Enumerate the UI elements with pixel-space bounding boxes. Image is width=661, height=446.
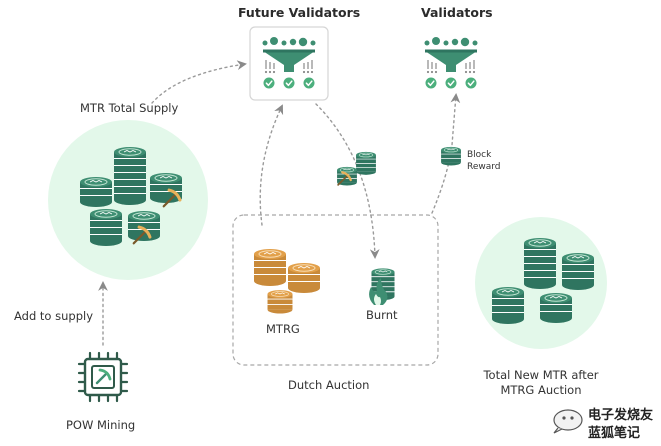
total-new-mtr-label: Total New MTR after MTRG Auction xyxy=(483,368,599,397)
arrow-mtrg-to-future xyxy=(259,104,284,226)
flame-icon xyxy=(369,278,388,305)
mtrg-label: MTRG xyxy=(266,322,300,336)
block-reward-coins-icon xyxy=(440,146,462,166)
mtrg-coin-stacks xyxy=(253,248,321,314)
future-validators-label: Future Validators xyxy=(238,5,361,20)
validators-filter-icon xyxy=(425,37,478,89)
arrow-supply-to-future xyxy=(151,60,247,104)
add-to-supply-label: Add to supply xyxy=(14,309,94,323)
mined-coins-icon xyxy=(336,151,377,187)
mtr-total-supply-label: MTR Total Supply xyxy=(80,101,179,115)
watermark-text-2: 蓝狐笔记 xyxy=(588,426,641,441)
burnt-label: Burnt xyxy=(366,308,398,322)
watermark-logo xyxy=(553,409,583,434)
cpu-chip-icon xyxy=(77,351,129,403)
burnt-coins-icon xyxy=(369,268,395,305)
arrow-auction-to-validators xyxy=(431,93,461,214)
dutch-auction-box xyxy=(232,214,439,366)
dutch-auction-label: Dutch Auction xyxy=(288,378,370,392)
watermark-text-1: 电子发烧友 xyxy=(588,408,654,423)
block-reward-label: Block Reward xyxy=(467,150,501,172)
pow-mining-label: POW Mining xyxy=(66,418,136,432)
validators-label: Validators xyxy=(421,5,493,20)
